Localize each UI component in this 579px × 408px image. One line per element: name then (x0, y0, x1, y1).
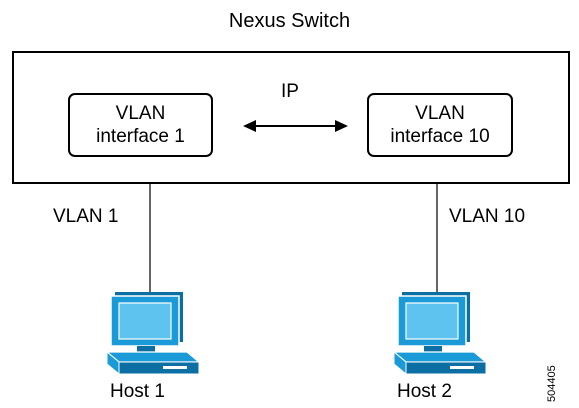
vlan-interface-10-box: VLAN interface 10 (367, 93, 513, 157)
desktop-computer-icon (105, 292, 201, 376)
double-arrow-icon (243, 120, 348, 132)
vlan-interface-1-box: VLAN interface 1 (68, 93, 213, 157)
vlan-interface-10-line2: interface 10 (390, 126, 490, 147)
vlan-10-label: VLAN 10 (449, 206, 526, 227)
vlan-interface-10-line1: VLAN (415, 103, 465, 124)
vlan-interface-1-line2: interface 1 (96, 126, 185, 147)
host-2-label: Host 2 (397, 381, 452, 402)
vlan-1-label: VLAN 1 (53, 206, 119, 227)
host-1-label: Host 1 (110, 381, 165, 402)
nexus-switch-box (12, 51, 570, 184)
vlan-interface-1-line1: VLAN (115, 103, 166, 124)
switch-title: Nexus Switch (228, 10, 351, 32)
ip-link-label: IP (281, 81, 299, 102)
figure-id: 504405 (546, 365, 558, 402)
desktop-computer-icon (392, 292, 488, 376)
